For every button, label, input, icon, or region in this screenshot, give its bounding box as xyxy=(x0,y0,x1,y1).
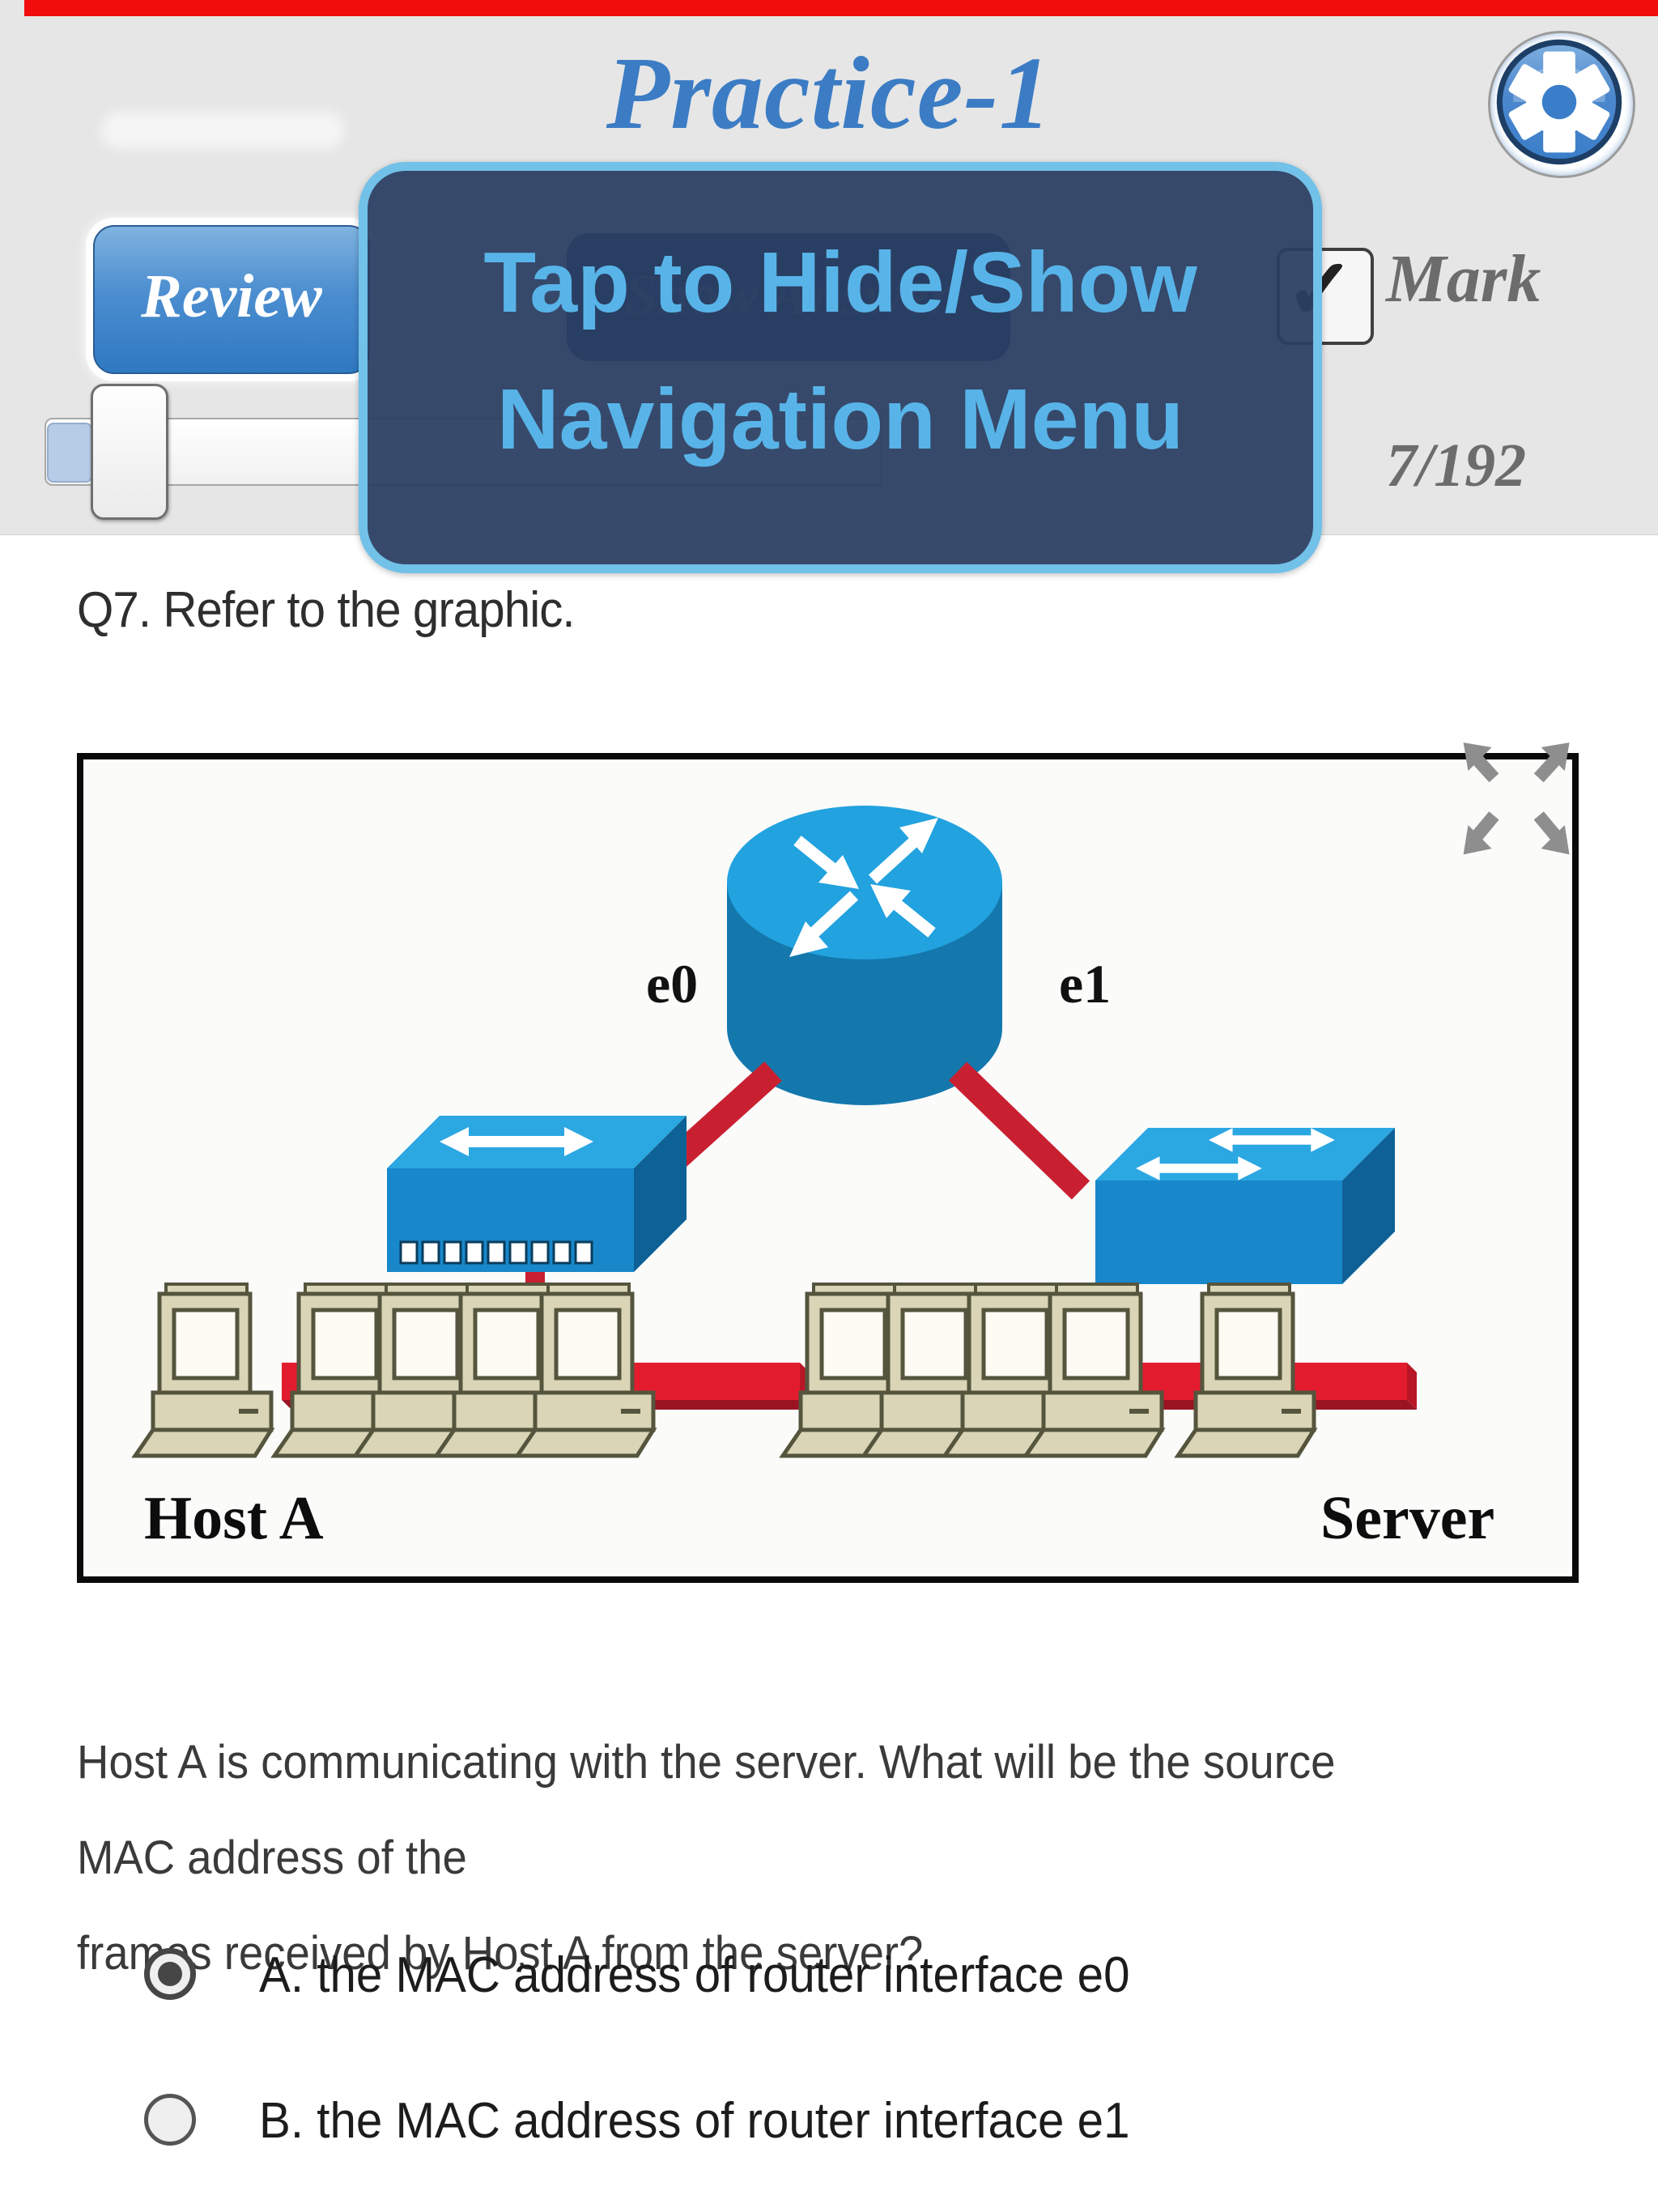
settings-button[interactable] xyxy=(1488,31,1635,178)
network-diagram-figure[interactable]: e0 e1 xyxy=(77,742,1579,1583)
switch-left-icon xyxy=(387,1116,687,1272)
link-e1 xyxy=(948,1061,1090,1200)
question-body-line: MAC address of the xyxy=(77,1831,467,1884)
tooltip-line-2: Navigation Menu xyxy=(496,372,1184,467)
navigation-tooltip[interactable]: Tap to Hide/Show Navigation Menu xyxy=(359,162,1322,573)
option-a-text: A. the MAC address of router interface e… xyxy=(259,1947,1130,2003)
mark-label: Mark xyxy=(1386,241,1541,317)
network-diagram: e0 e1 xyxy=(83,806,1494,1552)
progress-counter: 7/192 xyxy=(1386,432,1527,500)
tooltip-line-1: Tap to Hide/Show xyxy=(483,235,1197,330)
question-body-line: frames received by Host A from the serve… xyxy=(77,1927,924,1980)
question-heading: Q7. Refer to the graphic. xyxy=(77,582,576,638)
question-body: Host A is communicating with the server.… xyxy=(77,1715,1615,2001)
page-title: Practice-1 xyxy=(606,36,1052,151)
server-label: Server xyxy=(1320,1484,1494,1552)
faded-button-artifact xyxy=(101,112,344,149)
router-icon xyxy=(727,806,1002,1105)
interface-e1-label: e1 xyxy=(1059,953,1111,1015)
question-body-line: Host A is communicating with the server.… xyxy=(77,1736,1336,1789)
gear-icon xyxy=(1496,39,1622,165)
question-slider-fill xyxy=(47,423,92,483)
radio-option-a[interactable] xyxy=(144,1948,196,2000)
screen-recording-indicator xyxy=(24,0,1658,16)
interface-e0-label: e0 xyxy=(646,953,698,1015)
switch-right-icon xyxy=(1095,1128,1395,1284)
radio-selected-dot xyxy=(158,1962,182,1986)
question-slider-handle[interactable] xyxy=(91,384,168,520)
host-a-label: Host A xyxy=(144,1484,324,1552)
option-b-text: B. the MAC address of router interface e… xyxy=(259,2093,1130,2149)
radio-option-b[interactable] xyxy=(144,2094,196,2146)
option-b[interactable]: B. the MAC address of router interface e… xyxy=(0,2089,1658,2162)
option-a[interactable]: A. the MAC address of router interface e… xyxy=(0,1943,1658,2016)
expand-icon[interactable] xyxy=(1454,730,1584,868)
pc-host-a xyxy=(135,1284,271,1456)
review-button[interactable]: Review xyxy=(93,225,370,374)
